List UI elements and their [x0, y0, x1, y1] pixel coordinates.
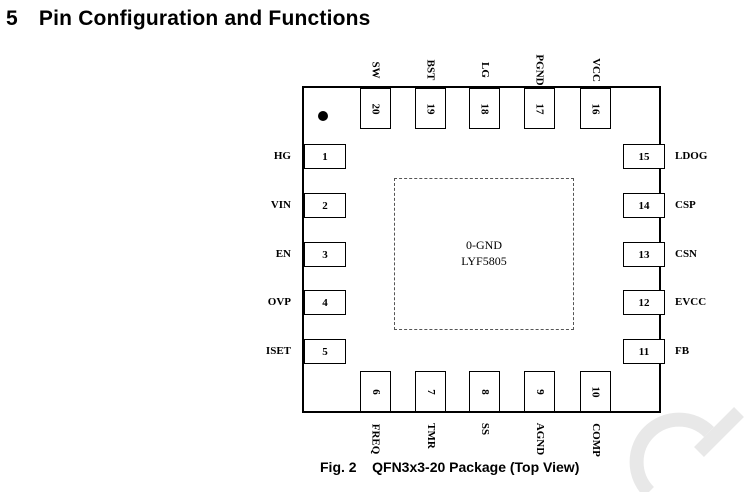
pin-name-8: SS: [478, 422, 491, 436]
pin-pad-7: 7: [415, 371, 446, 412]
pin-name-19: BST: [424, 59, 437, 81]
pin-pad-8: 8: [469, 371, 500, 412]
pin-name-2: VIN: [270, 199, 291, 211]
pin-name-3: EN: [275, 248, 291, 260]
pin-pad-16: 16: [580, 88, 611, 129]
pin-pad-1: 1: [304, 144, 346, 169]
pin-name-12: EVCC: [675, 296, 707, 308]
pin-pad-10: 10: [580, 371, 611, 412]
pin-pad-14: 14: [623, 193, 665, 218]
pin-pad-20: 20: [360, 88, 391, 129]
figure-title: QFN3x3-20 Package (Top View): [372, 459, 580, 475]
pin-pad-4: 4: [304, 290, 346, 315]
pin-name-14: CSP: [675, 199, 696, 211]
watermark-graphic: [629, 407, 744, 492]
pin-pad-19: 19: [415, 88, 446, 129]
pin-pad-12: 12: [623, 290, 665, 315]
pin-name-7: TMR: [424, 423, 437, 449]
pin-pad-9: 9: [524, 371, 555, 412]
section-number: 5: [6, 7, 18, 30]
pin-name-17: PGND: [533, 54, 546, 86]
pin-name-15: LDOG: [675, 150, 708, 162]
pin-pad-11: 11: [623, 339, 665, 364]
pin-pad-2: 2: [304, 193, 346, 218]
pin-name-20: SW: [369, 61, 382, 79]
pin-pad-6: 6: [360, 371, 391, 412]
pin-name-9: AGND: [533, 422, 546, 456]
pin-name-16: VCC: [589, 58, 602, 82]
exposed-pad: [394, 178, 574, 330]
pin-name-11: FB: [675, 345, 690, 357]
pin-pad-13: 13: [623, 242, 665, 267]
figure-number: Fig. 2: [320, 459, 357, 475]
pin-name-13: CSN: [675, 248, 698, 260]
pin-name-18: LG: [478, 62, 491, 78]
pin-pad-18: 18: [469, 88, 500, 129]
pin1-indicator-dot: [318, 111, 328, 121]
pin-name-6: FREQ: [369, 423, 382, 454]
part-number: LYF5805: [461, 254, 507, 268]
pin-pad-17: 17: [524, 88, 555, 129]
figure-caption: Fig. 2 QFN3x3-20 Package (Top View): [320, 459, 579, 475]
pin-pad-3: 3: [304, 242, 346, 267]
pin-pad-15: 15: [623, 144, 665, 169]
section-heading: 5 Pin Configuration and Functions: [6, 7, 371, 31]
pin-pad-5: 5: [304, 339, 346, 364]
pin-name-5: ISET: [265, 345, 291, 357]
pin-name-4: OVP: [267, 296, 291, 308]
exposed-pad-label: 0-GND: [466, 238, 502, 252]
pin-name-1: HG: [273, 150, 291, 162]
section-title: Pin Configuration and Functions: [38, 7, 371, 30]
